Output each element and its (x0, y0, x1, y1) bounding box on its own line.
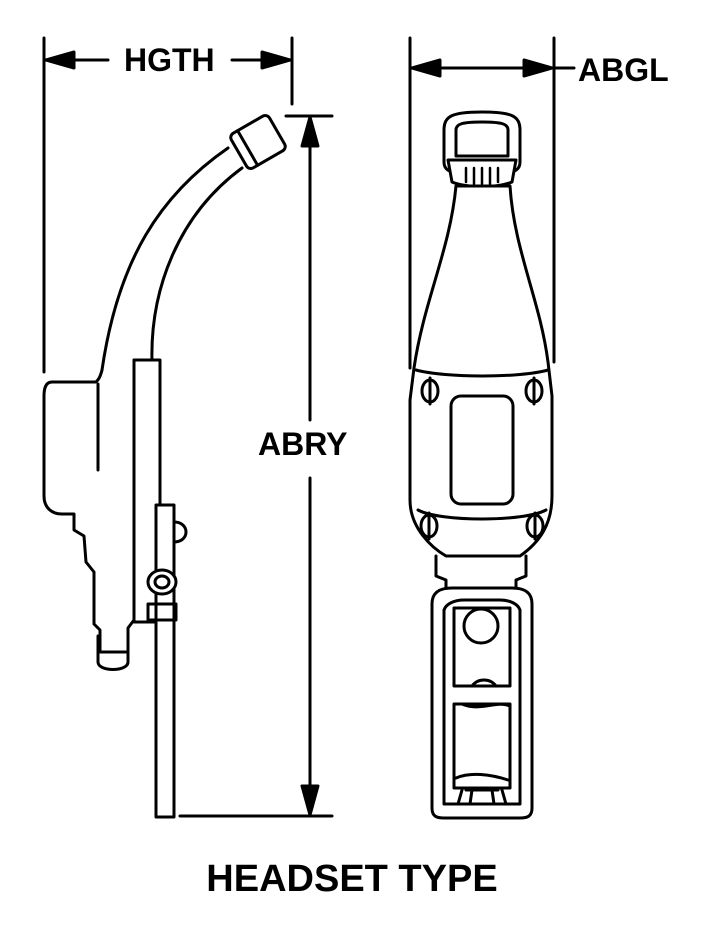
screw-bottom-left (419, 511, 439, 541)
abgl-arrowhead-right (522, 58, 554, 78)
clip-ball (462, 607, 500, 645)
front-body-seam (414, 368, 550, 378)
clip-slot-lower (452, 702, 512, 790)
plug (96, 634, 130, 671)
hinge-loop-inner (153, 574, 171, 590)
clip-strip (154, 503, 176, 819)
abry-arrowhead-bottom (300, 784, 320, 817)
clip-frame-inner (442, 598, 522, 806)
side-view (42, 36, 294, 819)
hgth-arrowhead-right (260, 50, 292, 70)
clip-notch-3 (454, 772, 510, 782)
hinge-loop-outer (146, 568, 178, 596)
hinge-bracket (146, 602, 178, 622)
abgl-label: ABGL (578, 52, 669, 88)
clip-legs (456, 788, 508, 806)
side-body (42, 358, 154, 654)
rivet (172, 520, 188, 544)
abry-arrowhead-top (300, 115, 320, 148)
clip-notch-1 (470, 678, 498, 688)
front-view (408, 36, 576, 820)
screw-top-right (524, 376, 544, 406)
boom-arm (100, 146, 244, 372)
clip-notch-2 (460, 702, 512, 709)
abgl-arrowhead-left (410, 58, 442, 78)
abry-label: ABRY (258, 426, 348, 462)
diagram-caption: HEADSET TYPE (206, 858, 498, 900)
microphone-cap (229, 114, 287, 170)
label-window (449, 394, 515, 506)
collar-ridges (464, 166, 500, 186)
hgth-arrowhead-left (44, 50, 76, 70)
front-mic-cap-inner (454, 120, 510, 158)
hgth-label: HGTH (124, 42, 215, 78)
abry-dimension (178, 114, 334, 818)
screw-top-left (420, 376, 440, 406)
front-body (408, 184, 554, 558)
screw-bottom-right (525, 511, 545, 541)
